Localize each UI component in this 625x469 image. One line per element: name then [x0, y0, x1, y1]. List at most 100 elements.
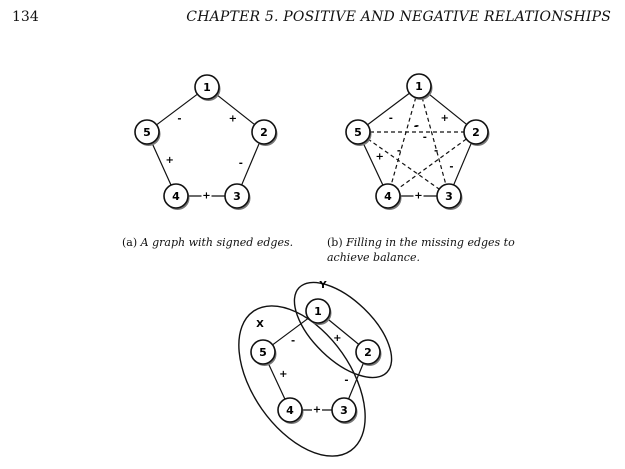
edge-1-3 [421, 97, 447, 185]
node-circle [277, 397, 303, 423]
node-circle [134, 119, 160, 145]
edge-1-2 [216, 93, 255, 126]
caption-a-label: (a) [122, 236, 138, 249]
edge-1-2 [326, 318, 360, 345]
edge-sign-5-2: - [415, 121, 419, 132]
edge-sign-4-5: + [279, 369, 287, 380]
node-4: 4 [163, 183, 190, 210]
graph-a: + - + + - 1 2 3 4 5 [134, 74, 278, 210]
edge-sign-bg [312, 404, 322, 416]
node-1: 1 [305, 298, 332, 325]
node-4: 4 [277, 397, 304, 424]
edge-sign-4-5: + [166, 155, 174, 166]
edge-2-3 [348, 362, 364, 400]
edge-sign-2-3: - [449, 161, 453, 172]
edge-2-3 [241, 142, 260, 186]
edge-sign-3-4: + [313, 405, 321, 416]
edge-4-5 [151, 142, 172, 186]
edge-5-1 [367, 92, 410, 126]
set-x-label: X [256, 319, 264, 330]
node-circle [305, 298, 331, 324]
node-circle [345, 119, 371, 145]
node-circle [375, 183, 401, 209]
edge-sign-5-1: - [291, 335, 295, 346]
edge-2-4 [397, 138, 467, 190]
node-circle [355, 339, 381, 365]
caption-b-label: (b) [327, 236, 343, 249]
node-circle [463, 119, 489, 145]
node-circle [406, 73, 432, 99]
edge-sign-3-4: + [202, 191, 210, 202]
edge-1-2 [427, 93, 468, 125]
edge-4-5 [362, 142, 384, 186]
node-circle [331, 397, 357, 423]
node-label: 2 [472, 126, 480, 139]
edge-sign-5-3: - [397, 146, 401, 157]
node-label: 2 [260, 126, 268, 139]
edge-sign-bg [413, 190, 424, 202]
node-circle [224, 183, 250, 209]
node-circle [163, 183, 189, 209]
node-label: 1 [203, 81, 211, 94]
caption-b-line2: achieve balance. [327, 251, 420, 264]
edge-sign-5-1: - [389, 113, 393, 124]
edge-sign-2-4: - [434, 146, 438, 157]
edge-sign-1-2: + [441, 113, 449, 124]
node-label: 1 [415, 80, 423, 93]
set-y-label: Y [318, 280, 327, 291]
edge-2-3 [453, 142, 472, 186]
edge-5-1 [272, 317, 309, 346]
edge-sign-1-3: - [423, 132, 427, 143]
edge-sign-4-5: + [375, 151, 383, 162]
edge-sign-1-2: + [229, 113, 237, 124]
node-label: 5 [354, 126, 362, 139]
caption-a: (a) A graph with signed edges. [122, 235, 293, 250]
node-label: 3 [233, 190, 241, 203]
caption-b-line1: Filling in the missing edges to [346, 236, 515, 249]
node-circle [194, 74, 220, 100]
node-label: 4 [172, 190, 180, 203]
node-3: 3 [224, 183, 251, 210]
node-label: 3 [445, 190, 453, 203]
node-label: 5 [259, 346, 267, 359]
page-number: 134 [12, 9, 39, 25]
node-circle [250, 339, 276, 365]
node-2: 2 [251, 119, 278, 146]
edge-1-4 [390, 97, 417, 185]
edge-sign-1-4: - [414, 121, 418, 132]
edge-5-3 [367, 138, 440, 190]
node-3: 3 [436, 183, 463, 210]
set-y-ellipse [293, 281, 393, 379]
node-5: 5 [250, 339, 277, 366]
node-5: 5 [345, 119, 372, 146]
edge-sign-1-2: + [333, 333, 341, 344]
node-2: 2 [355, 339, 382, 366]
edge-sign-3-4: + [414, 191, 422, 202]
node-label: 4 [286, 404, 294, 417]
edge-sign-5-1: - [177, 113, 181, 124]
caption-a-text: A graph with signed edges. [140, 236, 294, 249]
edge-sign-2-3: - [344, 375, 348, 386]
node-label: 4 [384, 190, 392, 203]
graph-c: + - + + - 1 2 3 4 5 [250, 298, 382, 424]
edge-sign-bg [201, 190, 212, 202]
node-circle [436, 183, 462, 209]
edge-4-5 [267, 362, 286, 400]
edge-5-1 [156, 93, 198, 126]
node-4: 4 [375, 183, 402, 210]
node-1: 1 [406, 73, 433, 100]
edge-sign-2-3: - [239, 158, 243, 169]
caption-b: (b) Filling in the missing edges to achi… [327, 235, 515, 265]
node-label: 1 [314, 305, 322, 318]
node-circle [251, 119, 277, 145]
node-label: 2 [364, 346, 372, 359]
node-label: 5 [143, 126, 151, 139]
chapter-header: CHAPTER 5. POSITIVE AND NEGATIVE RELATIO… [186, 9, 611, 25]
node-2: 2 [463, 119, 490, 146]
node-5: 5 [134, 119, 161, 146]
node-1: 1 [194, 74, 221, 101]
set-x-ellipse [238, 305, 366, 457]
node-3: 3 [331, 397, 358, 424]
